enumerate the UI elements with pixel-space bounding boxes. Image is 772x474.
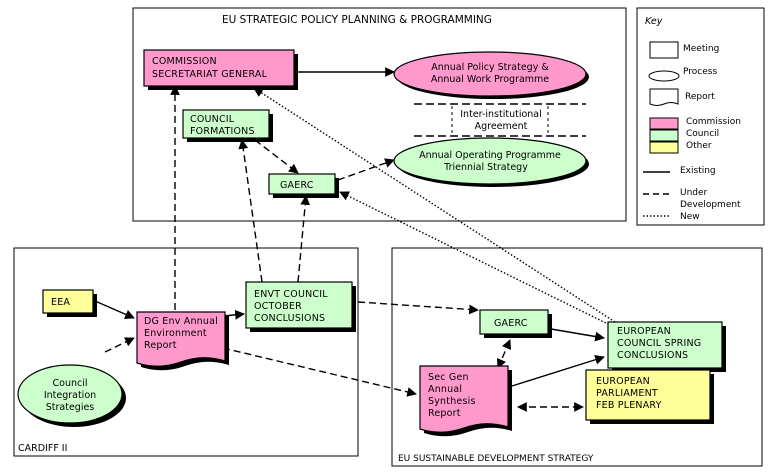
key-other-swatch <box>649 141 679 154</box>
edge-eea-to-dgenv <box>94 300 135 319</box>
interinstitutional-label-1: Inter-institutional <box>460 109 542 120</box>
annual-policy-label-2: Annual Work Programme <box>431 74 549 85</box>
key-title: Key <box>645 16 663 27</box>
key-new-label: New <box>680 212 700 222</box>
council-integration-label-1: Council <box>53 378 88 389</box>
edge-gaerc-to-eurocouncil <box>550 328 605 342</box>
key-process-swatch <box>648 70 680 82</box>
annual-operating-label-1: Annual Operating Programme <box>419 150 561 161</box>
key-under-development-label-2: Development <box>680 200 741 210</box>
annual-policy-label-1: Annual Policy Strategy & <box>431 62 549 73</box>
key-commission-swatch <box>649 117 679 130</box>
dg-env-label-3: Report <box>144 340 177 351</box>
key-under-development-label-1: Under <box>680 188 708 198</box>
european-parliament-label-2: PARLIAMENT <box>596 388 658 399</box>
key-other-label: Other <box>686 141 712 151</box>
council-integration-label-2: Integration <box>44 390 96 401</box>
sec-gen-label-3: Synthesis <box>428 396 476 407</box>
key-council-swatch <box>649 129 679 142</box>
annual-operating-ellipse[interactable] <box>393 137 587 185</box>
key-panel <box>636 7 765 226</box>
edge-dgenv-to-secgen <box>222 347 417 397</box>
annual-policy-ellipse[interactable] <box>393 51 587 97</box>
european-council-label-1: EUROPEAN <box>617 326 671 337</box>
edge-envt-to-gaerc-top <box>297 195 311 283</box>
key-report-swatch <box>649 88 679 106</box>
gaerc-top-box[interactable] <box>268 173 336 195</box>
key-council-label: Council <box>686 129 719 139</box>
region-eu-strategic <box>132 7 627 222</box>
european-council-label-2: COUNCIL SPRING <box>617 338 701 349</box>
edge-gaerc-to-operating <box>337 158 395 181</box>
gaerc-bottom-box[interactable] <box>479 309 549 335</box>
commission-sg-label-2: SECRETARIAT GENERAL <box>152 69 268 80</box>
key-process-label: Process <box>683 67 717 77</box>
interinstitutional-label-2: Agreement <box>475 121 528 132</box>
gaerc-bottom-label: GAERC <box>494 318 528 329</box>
commission-sg-label-1: COMMISSION <box>152 56 217 67</box>
dg-env-report[interactable] <box>136 311 226 367</box>
annual-operating-label-2: Triennial Strategy <box>443 162 528 173</box>
region-eu-strategic-title: EU STRATEGIC POLICY PLANNING & PROGRAMMI… <box>222 14 492 26</box>
commission-sg-box[interactable] <box>143 49 295 87</box>
european-council-label-3: CONCLUSIONS <box>617 350 688 361</box>
council-formations-box[interactable] <box>182 109 270 139</box>
sec-gen-label-2: Annual <box>428 384 462 395</box>
gaerc-top-label: GAERC <box>280 180 314 191</box>
dg-env-label-2: Environment <box>144 328 207 339</box>
edge-envt-to-gaerc-bottom <box>357 301 479 315</box>
region-cardiff <box>13 247 359 457</box>
edge-integration-to-dgenv <box>104 337 135 353</box>
edge-dgenv-to-envt <box>222 309 245 320</box>
european-parliament-label-3: FEB PLENARY <box>596 400 662 411</box>
region-sustainable <box>391 247 763 467</box>
sec-gen-label-4: Report <box>428 408 461 419</box>
dg-env-label-1: DG Env Annual <box>144 316 218 327</box>
envt-council-label-3: CONCLUSIONS <box>254 313 325 324</box>
key-existing-label: Existing <box>680 166 716 176</box>
edge-secgen-to-gaerc <box>496 339 512 369</box>
edge-formations-to-gaerc <box>254 139 299 174</box>
edge-eurocouncil-to-gaerc-top <box>339 191 613 327</box>
sec-gen-report[interactable] <box>419 365 509 433</box>
european-council-box[interactable] <box>607 321 723 369</box>
edge-envt-to-formations <box>238 139 263 283</box>
council-formations-label-2: FORMATIONS <box>190 126 255 137</box>
key-commission-label: Commission <box>686 117 741 127</box>
envt-council-box[interactable] <box>245 281 353 329</box>
envt-council-label-2: OCTOBER <box>254 301 302 312</box>
european-parliament-box[interactable] <box>585 369 711 421</box>
european-parliament-label-1: EUROPEAN <box>596 376 650 387</box>
council-formations-label-1: COUNCIL <box>190 114 235 125</box>
council-integration-label-3: Strategies <box>46 402 95 413</box>
eea-label: EEA <box>51 297 70 308</box>
envt-council-label-1: ENVT COUNCIL <box>254 289 328 300</box>
sec-gen-label-1: Sec Gen <box>428 372 469 383</box>
edge-secgen-to-eurocouncil <box>511 354 605 387</box>
key-meeting-label: Meeting <box>683 44 719 54</box>
council-integration-ellipse[interactable] <box>17 364 123 424</box>
region-sustainable-title: EU SUSTAINABLE DEVELOPMENT STRATEGY <box>398 454 594 464</box>
region-cardiff-title: CARDIFF II <box>18 443 67 454</box>
key-report-label: Report <box>685 92 715 102</box>
eea-box[interactable] <box>42 289 94 314</box>
key-meeting-swatch <box>649 41 679 59</box>
